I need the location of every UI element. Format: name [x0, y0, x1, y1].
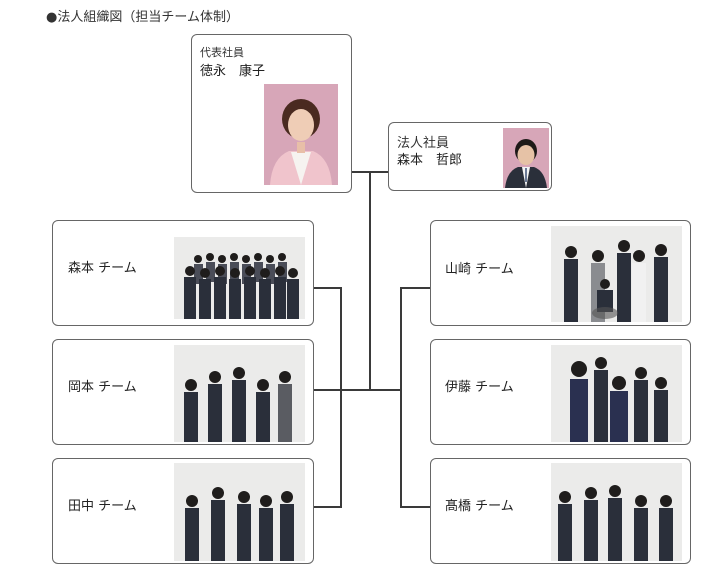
representative-name: 徳永 康子 [200, 64, 266, 79]
chart-title: ●法人組織図（担当チーム体制） [46, 10, 239, 25]
team-label-takahashi: 髙橋 チーム [445, 499, 514, 514]
connector-right-top-stub [400, 287, 431, 289]
connector-main-trunk [369, 171, 371, 391]
partner-photo [503, 128, 549, 188]
team-photo-ito [551, 345, 682, 442]
connector-left-bottom-stub [313, 506, 341, 508]
representative-photo [264, 84, 338, 185]
team-photo-morimoto [174, 237, 305, 319]
team-label-ito: 伊藤 チーム [445, 380, 514, 395]
team-photo-yamazaki [551, 226, 682, 322]
team-label-morimoto: 森本 チーム [68, 261, 137, 276]
partner-role: 法人社員 [397, 136, 450, 151]
connector-main-crossbar [313, 389, 402, 391]
team-photo-takahashi [551, 463, 682, 561]
team-label-tanaka: 田中 チーム [68, 499, 137, 514]
team-label-okamoto: 岡本 チーム [68, 380, 137, 395]
representative-box: 代表社員 徳永 康子 [191, 34, 352, 193]
partner-name: 森本 哲郎 [397, 153, 463, 168]
partner-box: 法人社員 森本 哲郎 [388, 122, 552, 191]
team-label-yamazaki: 山崎 チーム [445, 262, 514, 277]
team-box-ito: 伊藤 チーム [430, 339, 691, 445]
team-box-okamoto: 岡本 チーム [52, 339, 314, 445]
team-box-takahashi: 髙橋 チーム [430, 458, 691, 564]
representative-role: 代表社員 [200, 46, 244, 59]
team-box-morimoto: 森本 チーム [52, 220, 314, 326]
team-photo-tanaka [174, 463, 305, 561]
connector-right-bottom-stub [400, 506, 431, 508]
connector-left-top-stub [313, 287, 341, 289]
connector-left-bus [340, 287, 342, 508]
connector-right-bus [400, 287, 402, 508]
team-box-tanaka: 田中 チーム [52, 458, 314, 564]
team-box-yamazaki: 山崎 チーム [430, 220, 691, 326]
team-photo-okamoto [174, 345, 305, 442]
